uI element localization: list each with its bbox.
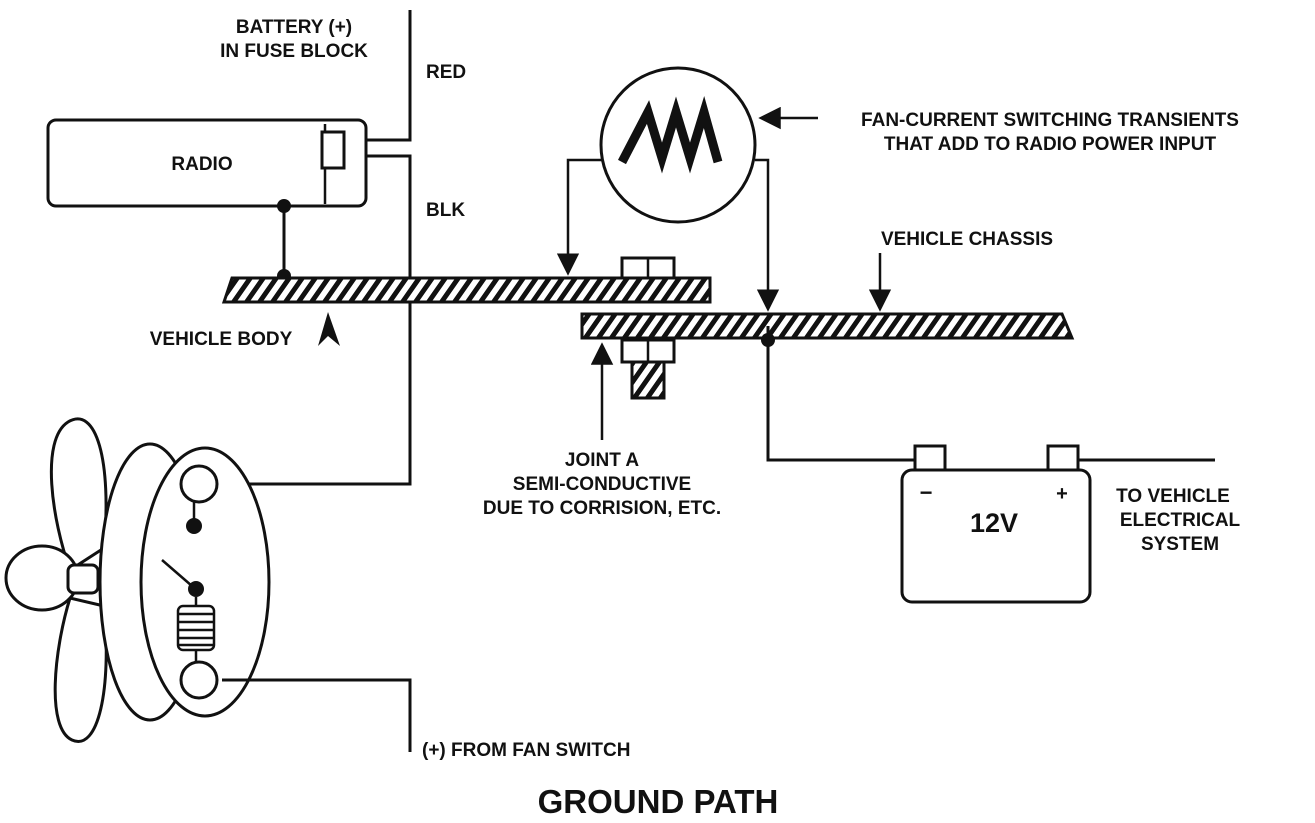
fan-blade-bottom — [53, 596, 108, 743]
transient-path-to-chassis — [755, 158, 780, 312]
radio-ground-strap — [277, 199, 291, 283]
body-arrow — [318, 312, 340, 346]
diagram-title: GROUND PATH — [538, 783, 779, 820]
battery-12v — [900, 444, 1092, 604]
fan-motor-body — [139, 446, 271, 718]
battery-label-line2: IN FUSE BLOCK — [220, 41, 368, 62]
transients-label-line2: THAT ADD TO RADIO POWER INPUT — [884, 134, 1217, 155]
fan-switch-wire — [222, 678, 412, 752]
vehicle-chassis-bar — [580, 312, 1075, 340]
battery-label-line1: BATTERY (+) — [236, 17, 352, 38]
red-wire-label: RED — [426, 62, 466, 83]
fan-assembly — [4, 417, 271, 743]
fan-terminal-top — [179, 464, 219, 504]
radio-unit — [46, 118, 368, 208]
blk-wire-label: BLK — [426, 200, 465, 221]
red-wire — [362, 10, 412, 142]
joint-a-label-line1: JOINT A — [565, 450, 640, 471]
fan-hub — [66, 563, 100, 595]
fan-terminal-bottom — [179, 660, 219, 700]
to-vehicle-label-line1: TO VEHICLE — [1116, 486, 1230, 507]
joint-a-label-line3: DUE TO CORRISION, ETC. — [483, 498, 721, 519]
joint-a-label-line2: SEMI-CONDUCTIVE — [513, 474, 691, 495]
vehicle-body-bar — [221, 276, 712, 304]
battery-voltage-label: 12V — [970, 508, 1018, 538]
vehicle-body-label: VEHICLE BODY — [150, 329, 293, 350]
radio-label: RADIO — [171, 154, 232, 175]
battery-minus-label: − — [920, 480, 933, 505]
black-wire — [222, 154, 412, 486]
to-vehicle-label-line3: SYSTEM — [1141, 534, 1219, 555]
joint-a-bolt — [620, 256, 676, 400]
battery-ground-wire — [761, 326, 915, 462]
vehicle-chassis-label: VEHICLE CHASSIS — [881, 229, 1053, 250]
transient-path-to-body — [556, 158, 603, 276]
to-vehicle-label-line2: ELECTRICAL — [1120, 510, 1241, 531]
fan-switch-label: (+) FROM FAN SWITCH — [422, 740, 630, 761]
transient-source-circle — [599, 66, 757, 224]
fan-coil — [176, 604, 216, 652]
fan-blade-top — [49, 417, 108, 573]
battery-plus-label: + — [1056, 483, 1068, 505]
transients-label-line1: FAN-CURRENT SWITCHING TRANSIENTS — [861, 110, 1239, 131]
